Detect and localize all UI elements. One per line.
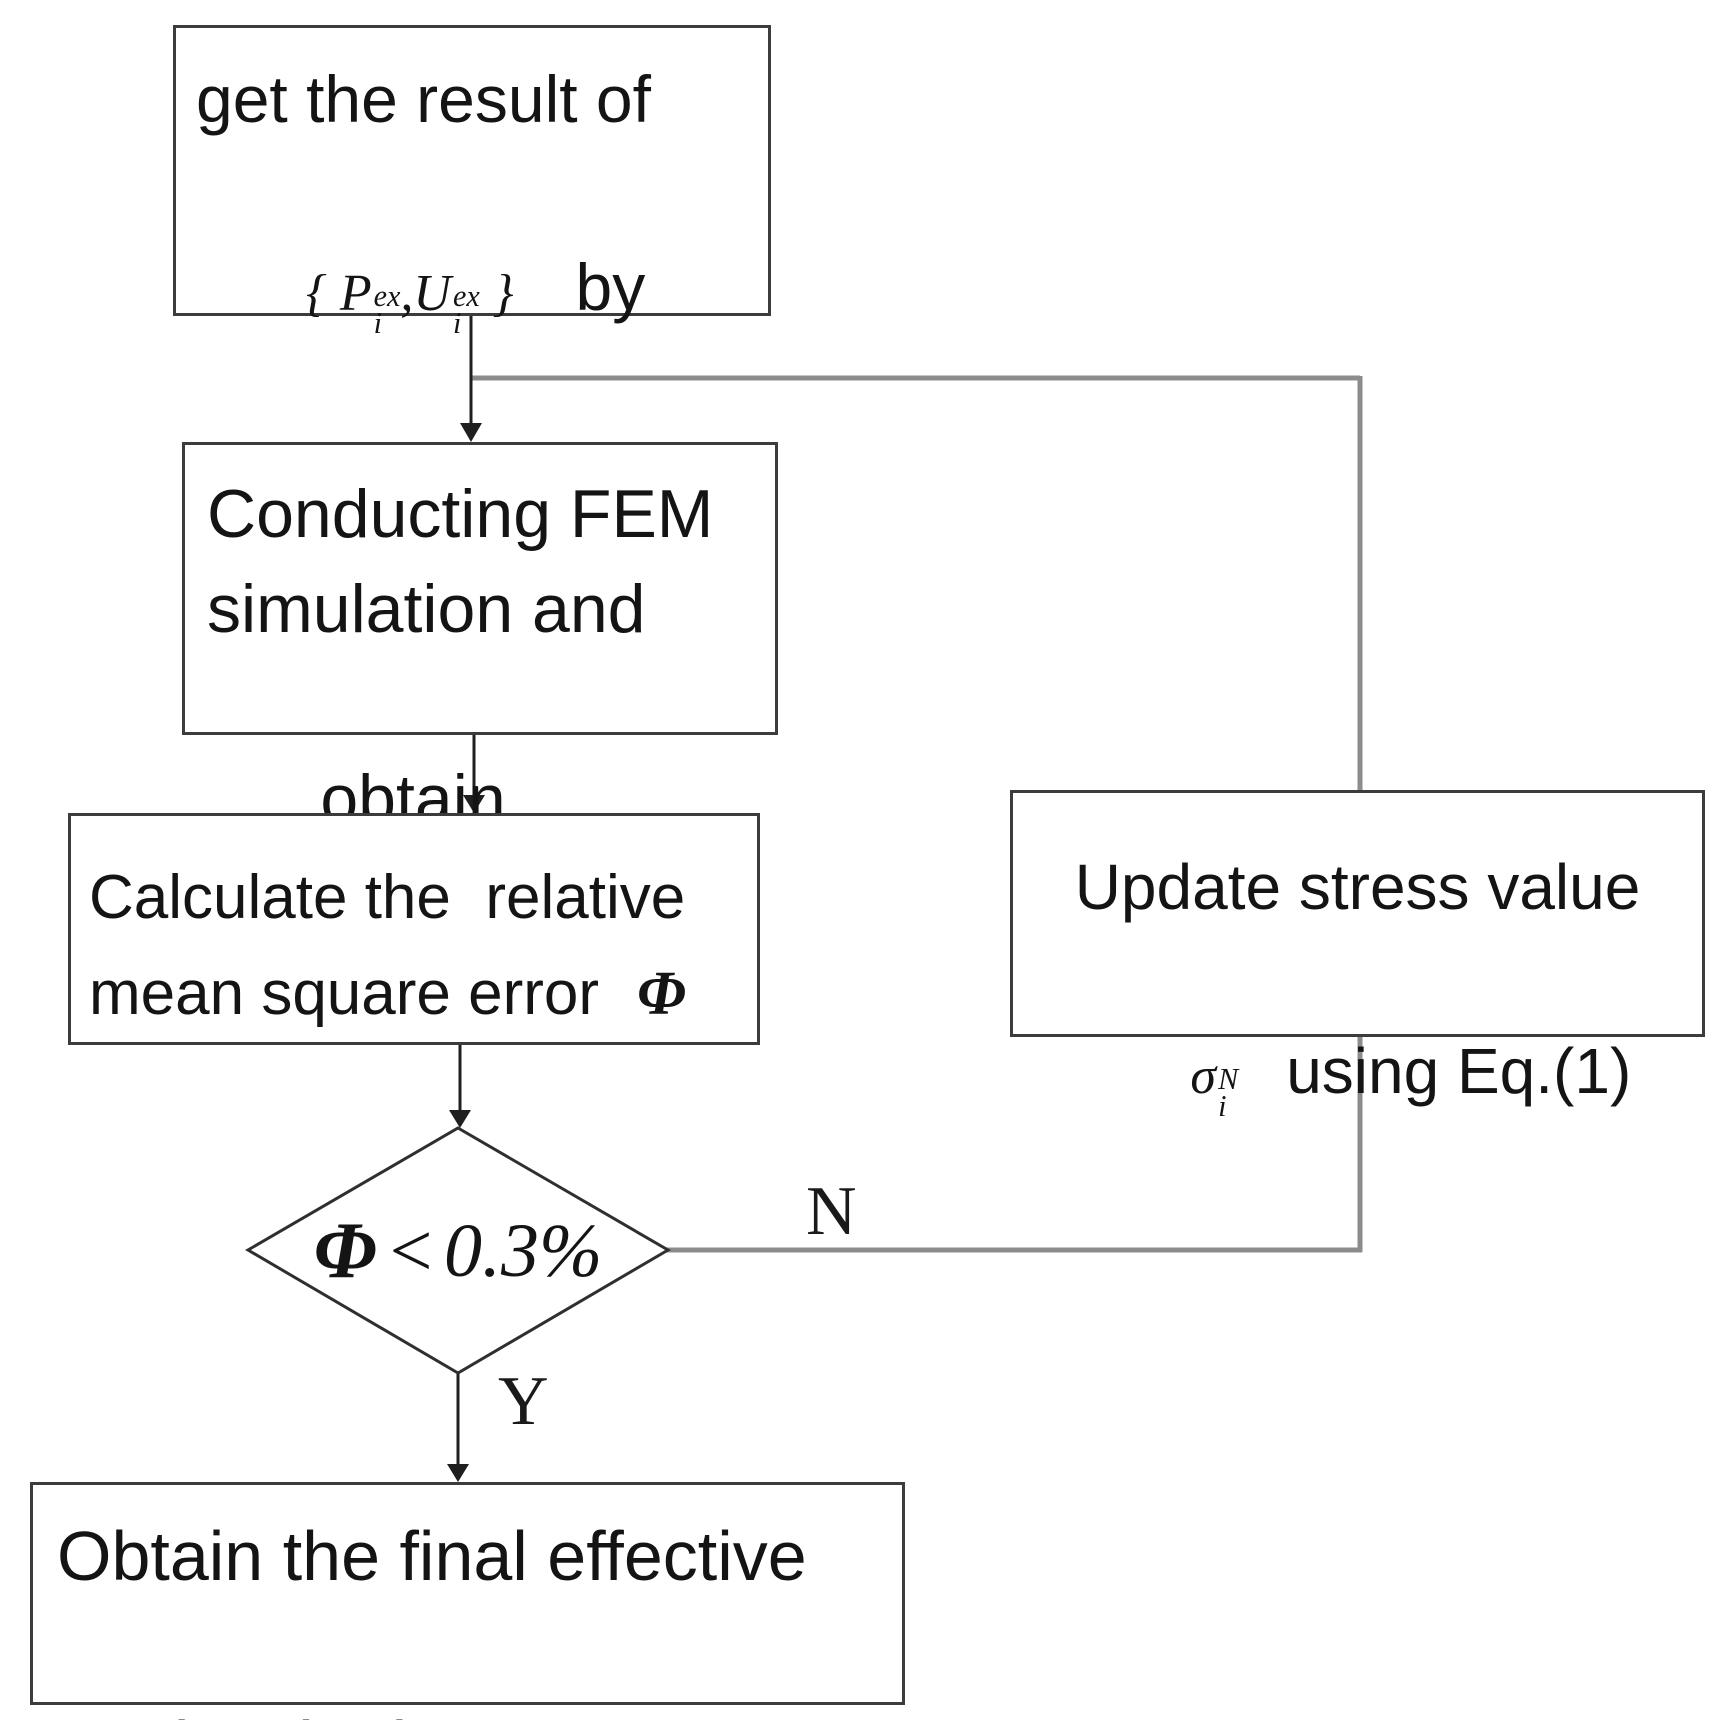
node-final-curve: Obtain the final effective hardening cur… <box>30 1482 905 1720</box>
branch-label-yes: Y <box>498 1363 549 1440</box>
symbol-sigma: σ <box>1190 1048 1217 1105</box>
brace-open: { <box>306 265 327 322</box>
node-text-line: Calculate the relative <box>89 863 686 932</box>
node-formula-line: hardening curve( σ,ε ) <box>57 1604 902 1720</box>
symbol-U: U <box>413 265 451 322</box>
brace-close: } <box>492 265 514 322</box>
node-fem-simulation: Conducting FEM simulation and obtain { P… <box>182 442 778 942</box>
symbol-phi: Φ <box>637 960 686 1028</box>
node-text-line: Update stress value <box>1074 851 1641 923</box>
symbol-P: P <box>339 265 372 322</box>
decision-condition: Φ < 0.3% <box>238 1198 678 1304</box>
comma: , <box>400 265 414 322</box>
node-text-line: Conducting FEM <box>207 476 714 552</box>
node-text-line: Obtain the final effective <box>57 1517 807 1595</box>
branch-label-no: N <box>806 1173 857 1250</box>
operator-less-than: < <box>384 1208 437 1293</box>
node-text-using-eq: using Eq.(1) <box>1286 1035 1632 1107</box>
node-text-by: by <box>575 250 646 324</box>
symbol-phi: Φ <box>313 1206 377 1295</box>
threshold-value: 0.3% <box>444 1208 603 1293</box>
arrowhead-calc <box>463 795 485 813</box>
decision-diamond-shape <box>245 1126 671 1375</box>
arrowhead-decision <box>449 1110 471 1128</box>
node-text-line: simulation and <box>207 571 646 647</box>
node-text-line: get the result of <box>196 62 651 136</box>
arrowhead-final <box>447 1464 469 1482</box>
node-calc-error: Calculate the relative mean square error… <box>68 813 760 1045</box>
arrowhead-fem <box>460 423 482 442</box>
